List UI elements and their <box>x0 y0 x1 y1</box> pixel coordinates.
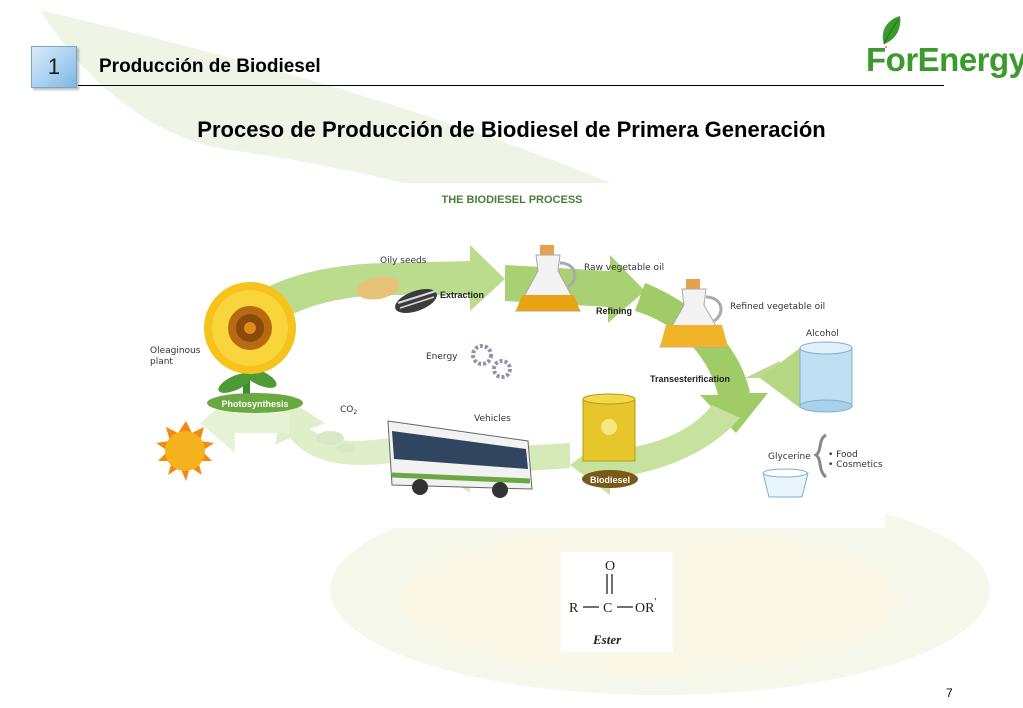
ester-or: OR' <box>635 597 656 616</box>
extraction-label: Extraction <box>440 290 484 300</box>
cosmetics-label: • Cosmetics <box>828 460 883 470</box>
leaf-icon <box>882 16 901 48</box>
glycerine-bowl-icon <box>762 468 809 498</box>
plant-label: plant <box>150 357 173 367</box>
oily-seeds-label: Oily seeds <box>380 256 427 266</box>
bus-icon <box>387 420 533 498</box>
ester-carbon: C <box>603 601 612 616</box>
refining-label: Refining <box>596 306 632 316</box>
diagram-heading: THE BIODIESEL PROCESS <box>442 194 583 206</box>
alcohol-label: Alcohol <box>806 329 839 339</box>
vehicles-label: Vehicles <box>474 414 511 424</box>
brace-icon <box>813 433 828 479</box>
ester-r: R <box>569 601 579 616</box>
energy-gears-icon <box>471 344 512 379</box>
section-title: Producción de Biodiesel <box>99 56 321 77</box>
raw-oil-jug-icon <box>515 245 581 312</box>
oleaginous-label: Oleaginous <box>150 346 201 356</box>
raw-oil-label: Raw vegetable oil <box>584 263 664 273</box>
energy-label: Energy <box>426 352 458 362</box>
refined-oil-label: Refined vegetable oil <box>730 302 825 312</box>
biodiesel-process-diagram: THE BIODIESEL PROCESS Oleaginous plant P… <box>140 183 885 528</box>
refined-oil-jug-icon <box>659 279 729 348</box>
section-number-badge: 1 <box>31 46 77 88</box>
co2-cloud-icon <box>316 431 356 453</box>
section-number: 1 <box>47 54 61 79</box>
co2-label: CO2 <box>340 405 357 416</box>
sun-icon <box>156 421 214 481</box>
biodiesel-label: Biodiesel <box>590 475 630 485</box>
ester-formula: O R C OR' Ester <box>561 552 673 652</box>
ester-label: Ester <box>592 632 622 647</box>
photosynthesis-badge <box>207 393 303 413</box>
forenergy-logo: ForEnergy <box>858 14 1023 86</box>
alcohol-drum-icon <box>799 341 853 413</box>
oily-seeds-icon <box>356 276 437 314</box>
header-divider <box>78 85 944 86</box>
page-title: Proceso de Producción de Biodiesel de Pr… <box>197 117 826 142</box>
page-number: 7 <box>946 686 953 700</box>
biodiesel-badge <box>582 470 638 488</box>
biodiesel-barrel-icon <box>582 393 636 462</box>
ester-oxygen: O <box>605 559 615 574</box>
transesterification-label: Transesterification <box>650 374 730 384</box>
logo-text: ForEnergy <box>866 41 1023 78</box>
photosynthesis-label: Photosynthesis <box>221 399 288 409</box>
sunflower-icon <box>204 282 296 398</box>
glycerine-label: Glycerine <box>768 452 811 462</box>
food-label: • Food <box>828 450 858 460</box>
